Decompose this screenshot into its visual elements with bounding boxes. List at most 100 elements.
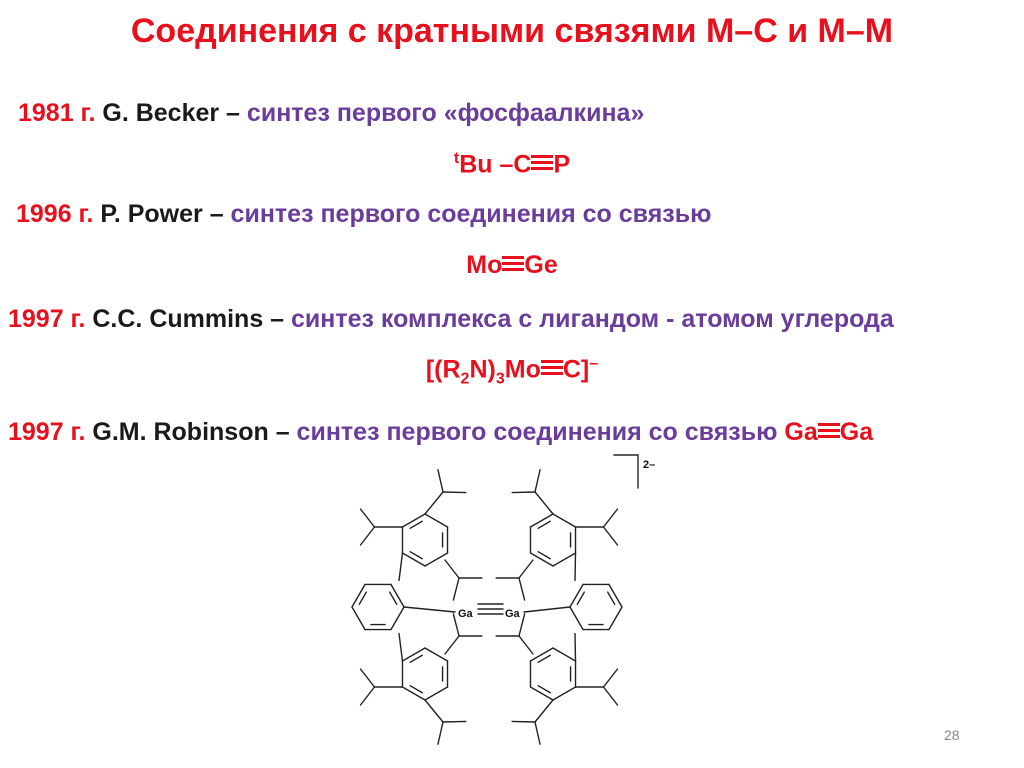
bond-line — [518, 635, 534, 655]
gaga-left: Ga — [784, 418, 818, 446]
entry-year: 1996 г. — [16, 200, 94, 228]
bond-line — [574, 552, 577, 582]
bond-line — [351, 583, 366, 608]
bond-line — [537, 654, 551, 663]
bond-line — [403, 606, 456, 613]
entry-author: C.C. Cummins – — [92, 305, 285, 333]
entry-year: 1997 г. — [8, 418, 86, 446]
entry-text: синтез первого соединения со связью — [230, 200, 712, 228]
bond-line — [351, 606, 366, 631]
entry-power: 1996 г. P. Power – синтез первого соедин… — [16, 200, 711, 229]
bond-line — [529, 552, 554, 567]
bond-line — [424, 513, 449, 528]
bond-line — [529, 513, 554, 528]
bond-line — [401, 513, 426, 528]
formula-part: [(R — [425, 355, 461, 384]
formula-moge: Mo Ge — [0, 251, 1024, 280]
structure-bonds — [351, 454, 639, 745]
bond-line — [409, 520, 423, 529]
formula-right: P — [553, 150, 571, 179]
bond-line — [537, 685, 551, 694]
entry-author: G. Becker – — [102, 99, 240, 127]
triple-bond-icon — [531, 155, 554, 171]
entry-text: синтез первого соединения со связью — [296, 418, 778, 446]
bond-line — [444, 635, 460, 655]
bond-line — [390, 606, 405, 631]
bond-line — [537, 551, 551, 560]
entry-year: 1997 г. — [8, 305, 86, 333]
bond-line — [529, 647, 554, 662]
entry-author: G.M. Robinson – — [92, 418, 290, 446]
entry-robinson: 1997 г. G.M. Robinson – синтез первого с… — [8, 418, 873, 447]
bond-line — [389, 591, 398, 605]
bond-line — [424, 552, 449, 567]
formula-left: Bu –C — [459, 150, 532, 179]
formula-right: Ge — [524, 251, 558, 279]
entry-text: синтез первого «фосфаалкина» — [246, 99, 645, 127]
bond-line — [424, 699, 444, 723]
bond-line — [518, 577, 526, 601]
formula-cummins: [(R2N)3Mo C]– — [0, 355, 1024, 388]
entry-author: P. Power – — [100, 200, 224, 228]
bond-line — [569, 606, 584, 631]
bond-line — [534, 721, 541, 745]
bond-line — [398, 552, 404, 582]
bond-line — [602, 508, 619, 528]
bond-line — [359, 526, 376, 546]
bond-line — [437, 469, 444, 493]
bond-line — [359, 668, 376, 688]
bond-line — [523, 606, 571, 613]
bond-line — [452, 577, 460, 601]
bond-line — [358, 591, 367, 605]
bond-line — [576, 591, 585, 605]
bond-line — [401, 647, 426, 662]
bond-line — [534, 491, 554, 515]
bond-line — [511, 491, 536, 494]
bond-line — [574, 632, 577, 662]
bond-line — [409, 654, 423, 663]
bond-line — [452, 613, 460, 637]
bond-line — [602, 526, 619, 546]
bond-line — [424, 491, 444, 515]
entry-text: синтез комплекса с лигандом - атомом угл… — [291, 305, 894, 333]
bond-line — [444, 559, 460, 579]
bond-line — [608, 606, 623, 631]
formula-part: Mo — [504, 355, 541, 384]
formula-sub: 2 — [460, 370, 470, 388]
formula-part: C] — [562, 355, 590, 384]
bond-line — [602, 668, 619, 688]
bond-line — [424, 686, 449, 701]
bond-line — [608, 583, 623, 608]
formula-sup: – — [589, 355, 599, 372]
triple-bond-icon — [502, 256, 525, 271]
bond-line — [518, 559, 534, 579]
formula-sub: 3 — [495, 370, 505, 388]
bond-line — [442, 491, 467, 494]
bond-line — [552, 513, 577, 528]
bond-line — [569, 583, 584, 608]
ga-atom-left: Ga — [458, 608, 474, 620]
bond-line — [359, 686, 376, 706]
gaga-right: Ga — [839, 418, 874, 446]
bond-line — [409, 685, 423, 694]
bond-line — [409, 551, 423, 560]
formula-left: Mo — [466, 251, 503, 279]
bond-line — [552, 647, 577, 662]
bond-line — [552, 686, 577, 701]
bond-line — [534, 469, 541, 493]
bond-line — [607, 591, 616, 605]
bond-line — [424, 647, 449, 662]
triple-bond-icon — [817, 423, 840, 438]
bond-line — [359, 508, 376, 528]
entry-year: 1981 г. — [18, 99, 96, 127]
bond-line — [518, 613, 526, 637]
triple-bond-icon — [540, 360, 563, 376]
bond-line — [398, 632, 404, 662]
formula-part: N) — [469, 355, 496, 384]
bond-line — [442, 720, 467, 723]
bond-line — [390, 583, 405, 608]
bond-line — [534, 699, 554, 723]
bond-line — [552, 552, 577, 567]
page-title: Соединения с кратными связями М–С и М–М — [130, 12, 894, 50]
